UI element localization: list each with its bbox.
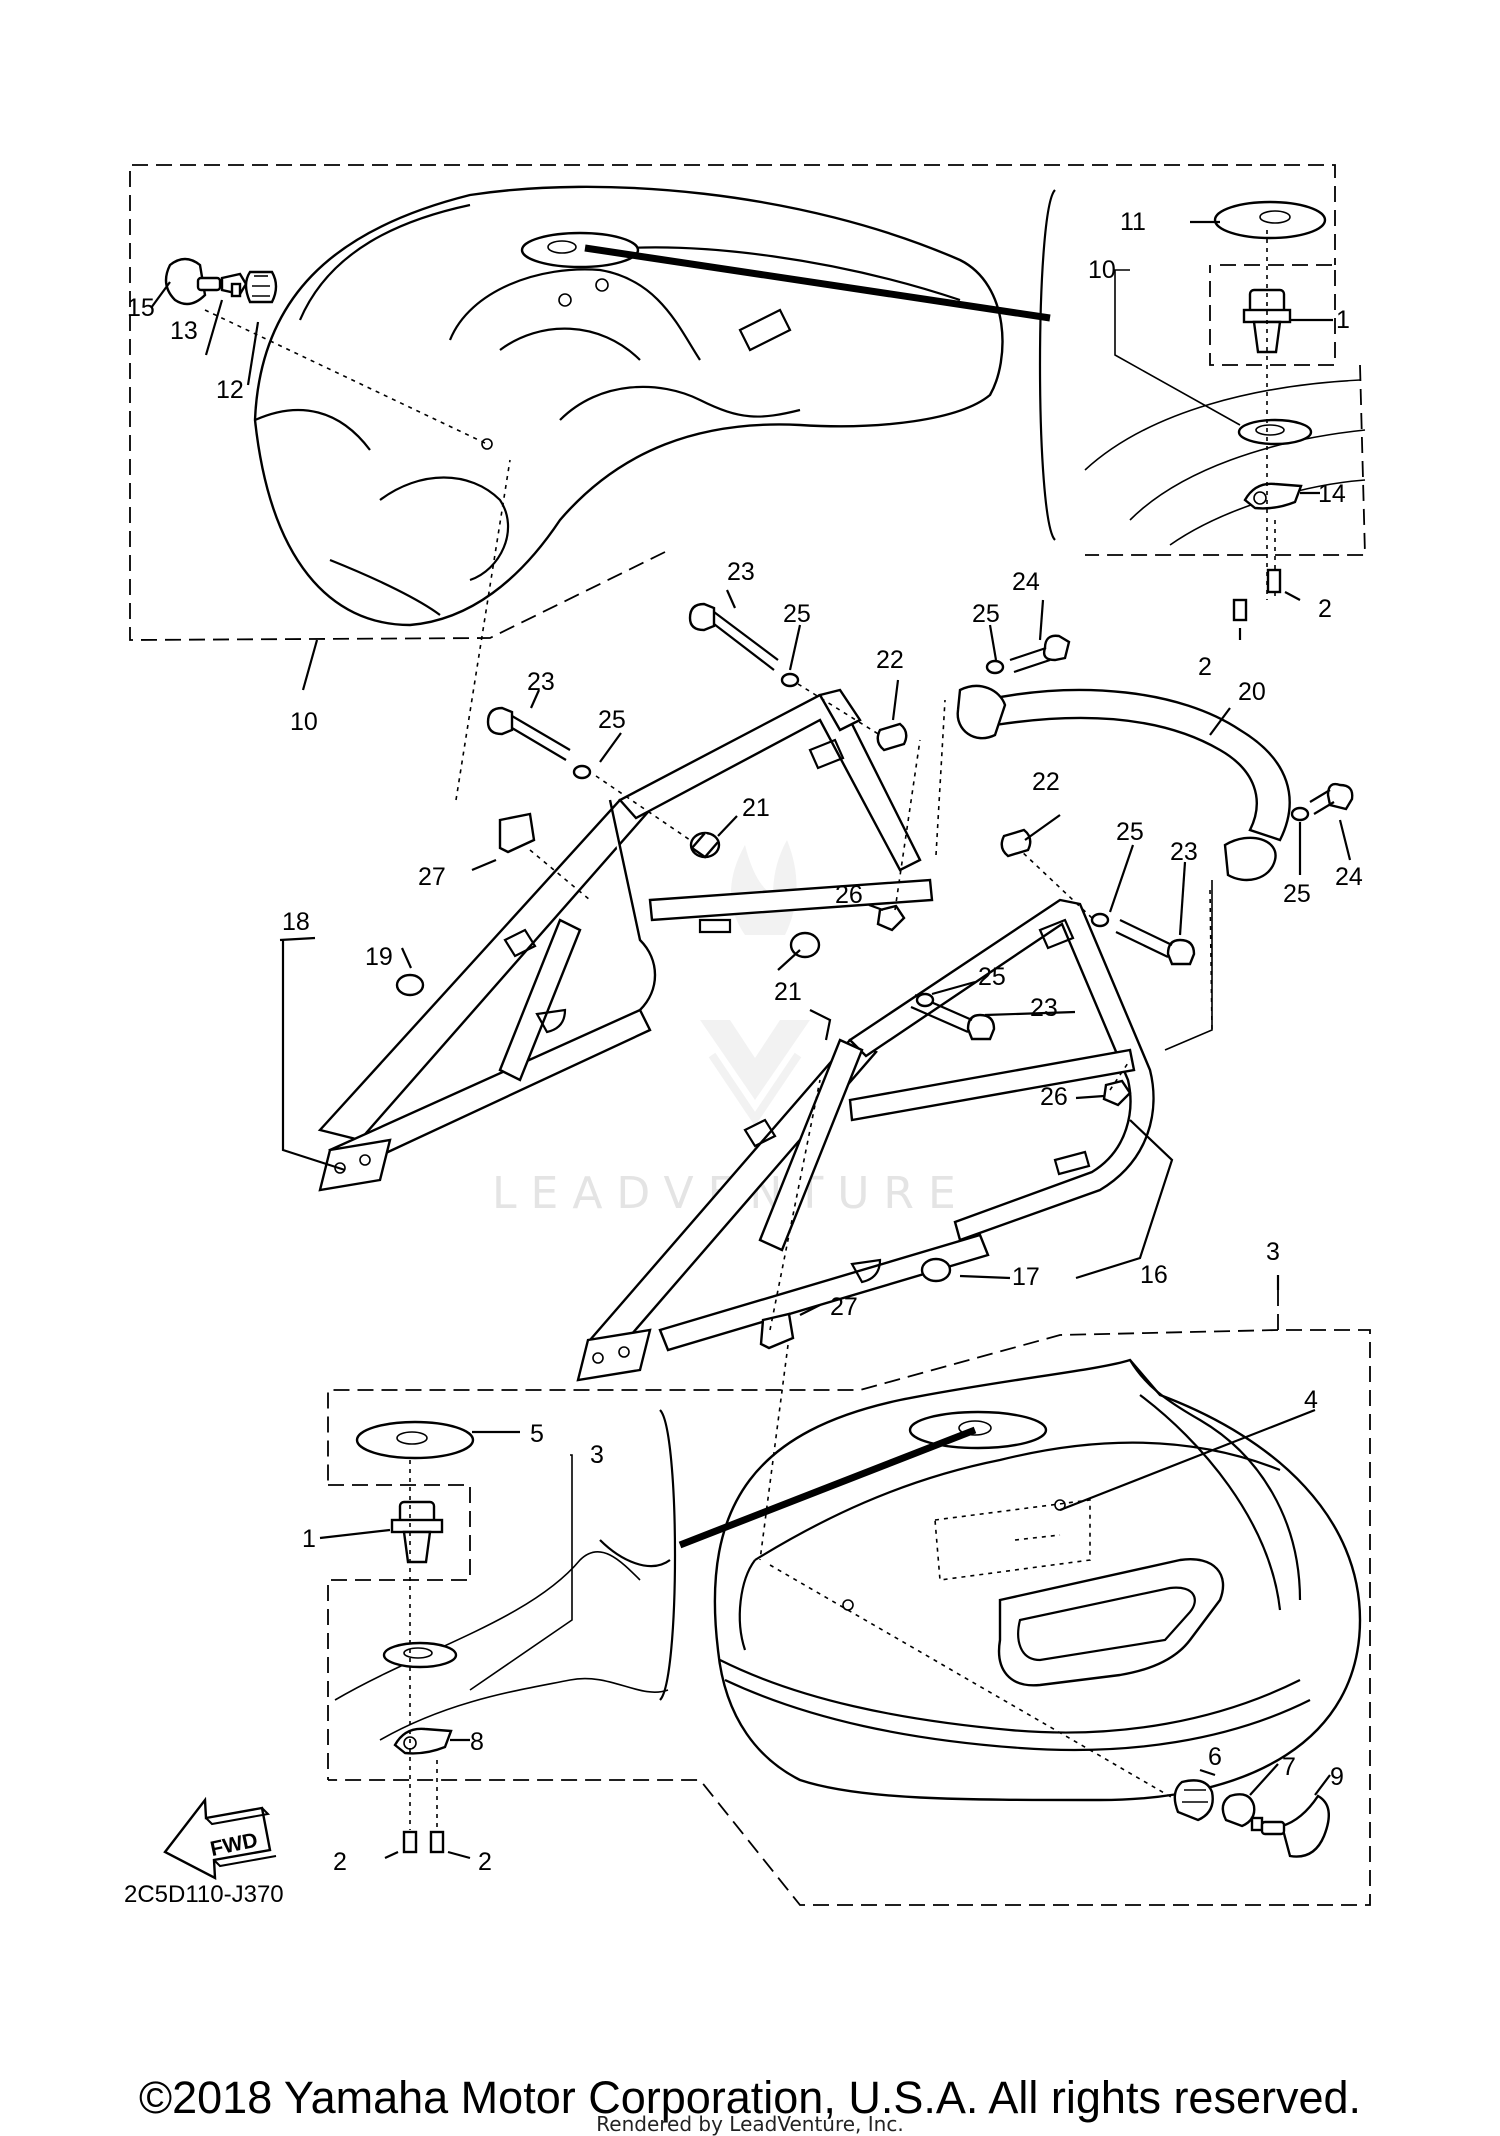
callout-1-lower: 1 [302,1525,316,1553]
callout-13: 13 [170,317,198,345]
screw-2-lower-right [429,1830,445,1854]
callout-10-bottom: 10 [290,708,318,736]
lock-plate-8 [393,1727,453,1755]
callout-10-top: 10 [1088,256,1116,284]
callout-9: 9 [1330,1763,1344,1791]
callout-17: 17 [1012,1263,1040,1291]
callout-4: 4 [1304,1386,1318,1414]
saddlebag-grab-handle [997,1558,1225,1687]
callout-3-top: 3 [1266,1238,1280,1266]
callout-26-right: 26 [1040,1083,1068,1111]
callout-25-a: 25 [783,600,811,628]
washer-25-d [1290,806,1310,822]
collar-7 [1221,1793,1256,1828]
callout-22-a: 22 [876,646,904,674]
lower-lock-detail-inset [319,1409,677,1860]
callout-19: 19 [365,943,393,971]
callout-7: 7 [1282,1753,1296,1781]
callout-6: 6 [1208,1743,1222,1771]
bolt-24-a [1042,634,1071,662]
washer-25-b [572,764,592,780]
cap-19 [395,973,425,997]
grommet-6 [1173,1779,1214,1822]
hardware-6-7-9 [1173,1763,1331,1858]
fwd-arrow-icon: FWD [163,1796,277,1881]
lock-cap-5 [355,1420,475,1460]
d-ring-9 [1280,1794,1330,1858]
callout-18: 18 [282,908,310,936]
callout-25-d: 25 [1116,818,1144,846]
callout-8: 8 [470,1728,484,1756]
d-ring-15 [164,257,207,306]
nut-26-left [876,904,906,932]
callout-26-left: 26 [835,881,863,909]
copyright-notice: ©2018 Yamaha Motor Corporation, U.S.A. A… [138,2072,1362,2123]
washer-25-c [985,659,1005,675]
left-saddlebag [253,185,1004,627]
left-stay-assembly-18 [279,459,946,1192]
callout-2-lower-right: 2 [478,1848,492,1876]
callout-20: 20 [1238,678,1266,706]
callout-22-b: 22 [1032,768,1060,796]
diagram-code: 2C5D110-J370 [124,1881,284,1908]
hardware-15-13-12 [150,257,278,386]
right-stay-assembly-16 [576,814,1213,1382]
callout-14: 14 [1318,480,1346,508]
callout-2-top-right: 2 [1318,595,1332,623]
bracket-27-left [498,812,536,854]
bolt-24-b [1326,782,1354,811]
bolt-23-a [688,602,716,632]
lock-cap-11 [1213,200,1327,240]
callout-5: 5 [530,1420,544,1448]
screw-2-right [1266,568,1282,594]
callout-16: 16 [1140,1261,1168,1289]
left-stay-bolts [486,589,1071,841]
lock-plate-14 [1243,482,1303,510]
collar-22-left [876,722,908,752]
callout-23-a: 23 [727,558,755,586]
rendered-by-credit: Rendered by LeadVenture, Inc. [596,2112,904,2136]
callout-27-left: 27 [418,863,446,891]
callout-24-b: 24 [1335,863,1363,891]
callout-25-c: 25 [598,706,626,734]
collar-22-right [1000,828,1032,858]
callout-25-e: 25 [1283,880,1311,908]
screw-2-lower-left [402,1830,418,1854]
callout-25-b: 25 [972,600,1000,628]
callout-23-d: 23 [1030,994,1058,1022]
callout-21-right: 21 [774,978,802,1006]
callout-2-lower-left: 2 [333,1848,347,1876]
washer-25-a [780,672,800,688]
callout-25-f: 25 [978,963,1006,991]
callout-23-b: 23 [527,668,555,696]
cap-17 [920,1257,952,1283]
callout-15: 15 [127,294,155,322]
callout-27-right: 27 [830,1293,858,1321]
grommet-12 [244,270,278,304]
bolt-23-b [486,706,514,736]
callout-23-c: 23 [1170,838,1198,866]
nut-26-right [1102,1079,1132,1107]
callout-1-top: 1 [1336,306,1350,334]
callout-12: 12 [216,376,244,404]
callout-3-lower: 3 [590,1441,604,1469]
callout-11: 11 [1120,208,1146,236]
screw-2-left [1232,598,1248,622]
left-saddlebag-group [129,164,1336,641]
callout-24-a: 24 [1012,568,1040,596]
left-lock-cap-plate [520,231,640,269]
washer-25-g [915,992,935,1008]
callout-2-top-left: 2 [1198,653,1212,681]
bolt-23-c [1166,938,1196,966]
washer-25-f [1090,912,1110,928]
bracket-27-right [759,1312,795,1350]
callout-21-left: 21 [742,794,770,822]
right-stay-bolts [910,844,1196,1041]
cross-bar-20 [956,684,1354,882]
right-lock-cap-plate [908,1410,1048,1450]
bolt-23-d [966,1013,996,1041]
upper-lock-detail-inset [1038,189,1366,640]
right-saddlebag-group [327,1275,1371,1906]
